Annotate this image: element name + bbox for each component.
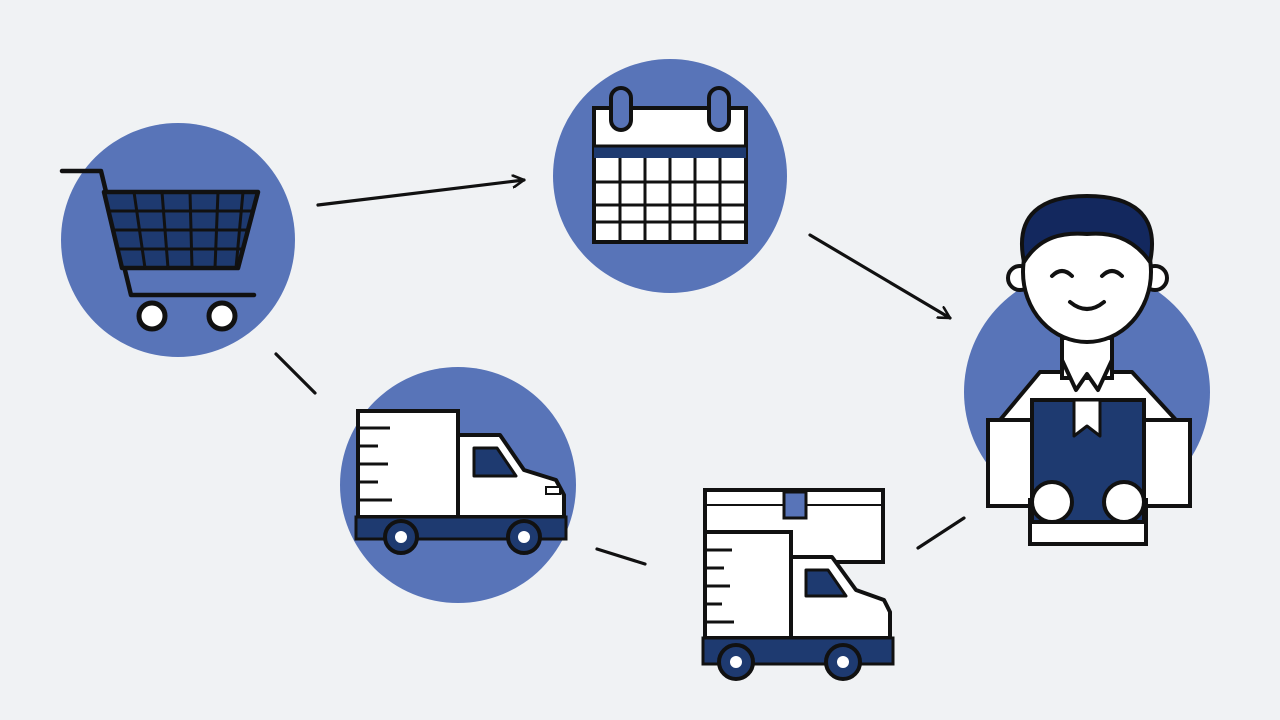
dash-package-truck-to-customer xyxy=(916,516,966,550)
node-customer xyxy=(964,194,1210,546)
delivery-truck-icon xyxy=(354,409,568,555)
shopping-cart-icon xyxy=(59,168,261,332)
dash-cart-to-truck xyxy=(274,352,317,395)
node-shopping-cart xyxy=(59,123,295,357)
customer-with-package-icon xyxy=(986,194,1192,546)
node-delivery-truck xyxy=(340,367,576,603)
truck-with-package-icon xyxy=(701,488,895,681)
arrow-cart-to-calendar xyxy=(316,180,526,207)
node-calendar xyxy=(553,59,787,293)
arrow-calendar-to-customer xyxy=(808,233,952,320)
calendar-icon xyxy=(592,86,748,244)
dash-truck-to-package-truck xyxy=(595,547,647,566)
node-truck-with-package xyxy=(701,488,895,681)
connectors xyxy=(274,180,966,566)
